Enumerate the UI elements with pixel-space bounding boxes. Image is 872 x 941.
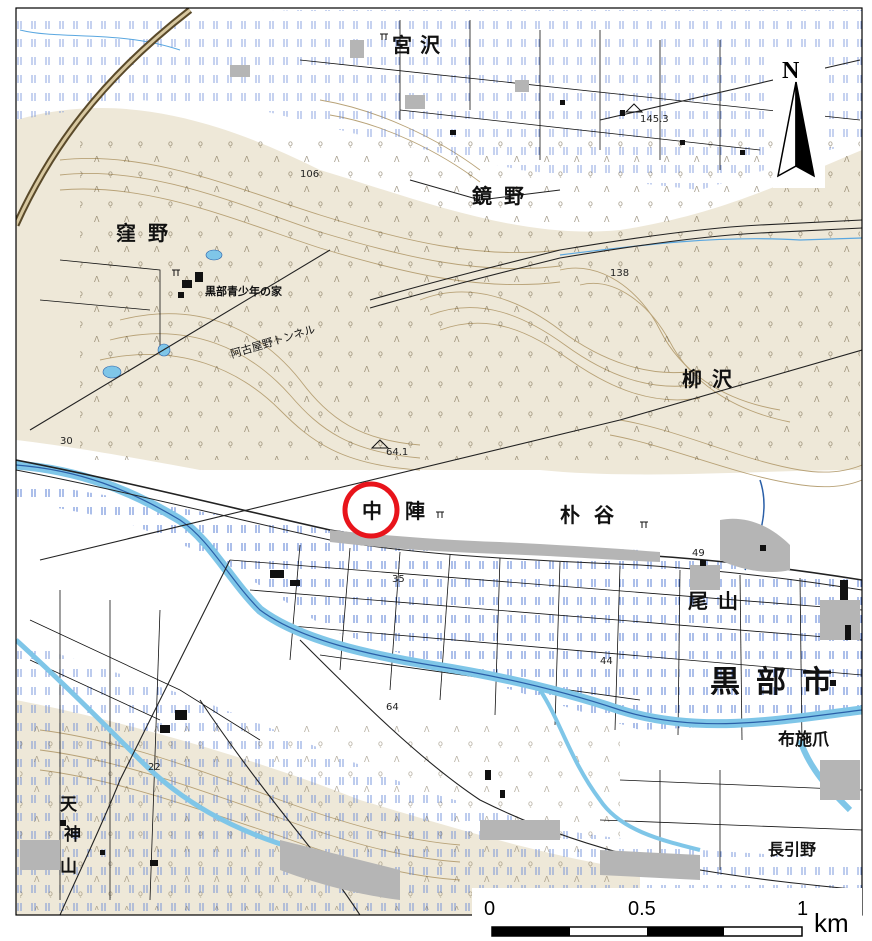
map-symbols (172, 33, 648, 528)
scale-tick-mid: 0.5 (628, 898, 656, 920)
elevation-labels: 145.3 106 138 64.1 30 49 35 44 64 22 (60, 114, 705, 773)
label-tenjinyama-1: 天 (60, 795, 78, 815)
label-nagahikino: 長引野 (768, 840, 816, 859)
label-kurobe-city: 黒部市 (710, 665, 848, 700)
label-oyama: 尾山 (688, 589, 748, 613)
map-frame (15, 7, 863, 916)
elev-64: 64 (386, 702, 399, 713)
elev-64-1: 64.1 (386, 447, 408, 458)
elev-44: 44 (600, 656, 613, 667)
railway (16, 8, 193, 227)
label-tenjinyama-2: 神 (64, 824, 81, 845)
forest-symbols (20, 140, 860, 910)
label-fusetsume: 布施爪 (778, 729, 830, 750)
elev-49: 49 (692, 548, 705, 559)
north-label: N (782, 58, 800, 84)
label-kagamino: 鏡野 (472, 184, 536, 208)
label-jin: 陣 (405, 499, 425, 523)
scale-tick-0: 0 (484, 898, 495, 920)
label-kurobe-youth-house: 黒部青少年の家 (205, 284, 283, 298)
label-hokiya: 朴谷 (560, 503, 628, 527)
label-naka: 中 (362, 499, 382, 523)
scale-unit: km (814, 908, 849, 938)
label-yanagisawa: 柳沢 (682, 367, 742, 391)
buildings (60, 100, 851, 866)
elev-106: 106 (300, 169, 319, 180)
roads (16, 59, 862, 915)
label-tenjinyama-3: 山 (60, 857, 77, 877)
location-marker-circle (342, 481, 400, 539)
elev-35: 35 (392, 574, 405, 585)
north-arrow: N (773, 48, 825, 188)
elev-145-3: 145.3 (640, 114, 669, 125)
settlements (20, 40, 860, 900)
elev-22: 22 (148, 762, 161, 773)
elev-30: 30 (60, 436, 73, 447)
scale-bar: 0 0.5 1 km (472, 888, 862, 941)
label-miyazawa: 宮沢 (392, 33, 448, 57)
label-kubono: 窪野 (116, 221, 180, 245)
scale-tick-end: 1 (797, 898, 808, 920)
elev-138: 138 (610, 268, 629, 279)
